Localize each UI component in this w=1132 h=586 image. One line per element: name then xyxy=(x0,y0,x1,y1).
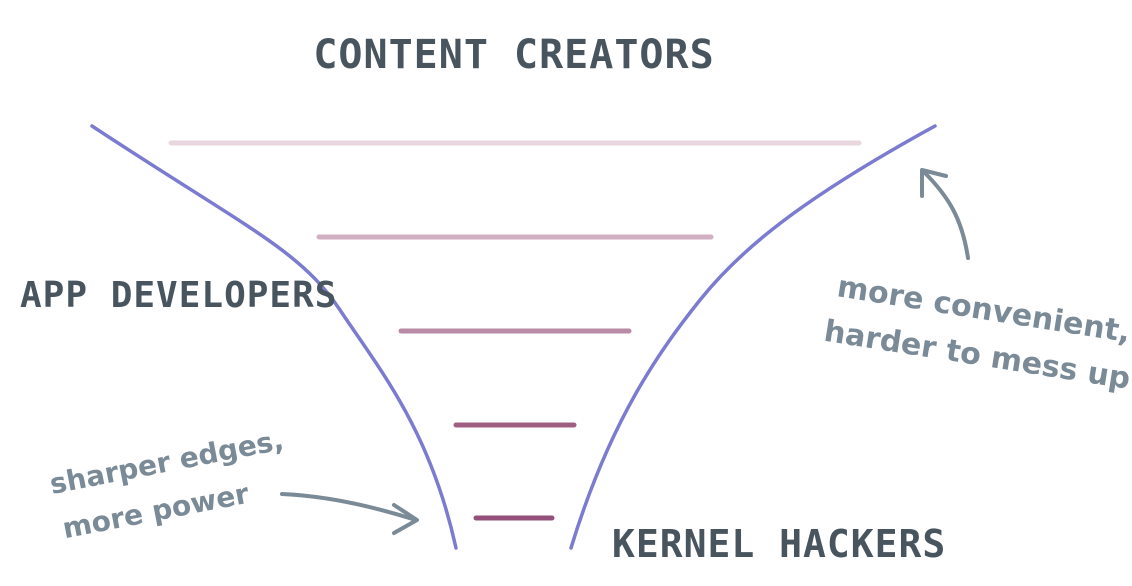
annotation-left: sharper edges, more power xyxy=(47,423,286,545)
annotation-left-line1: sharper edges, xyxy=(47,423,286,501)
arrow-left-curve xyxy=(280,492,418,522)
label-app-developers: APP DEVELOPERS xyxy=(20,275,337,316)
label-content-creators: CONTENT CREATORS xyxy=(313,32,714,78)
arrow-right-curve xyxy=(922,170,970,260)
annotation-right: more convenient, harder to mess up xyxy=(822,269,1132,396)
arrow-right-head xyxy=(920,168,948,198)
funnel-right-wall xyxy=(569,124,937,550)
funnel-left-wall xyxy=(90,124,458,550)
arrow-left-head xyxy=(392,503,419,535)
label-kernel-hackers: KERNEL HACKERS xyxy=(612,522,946,566)
